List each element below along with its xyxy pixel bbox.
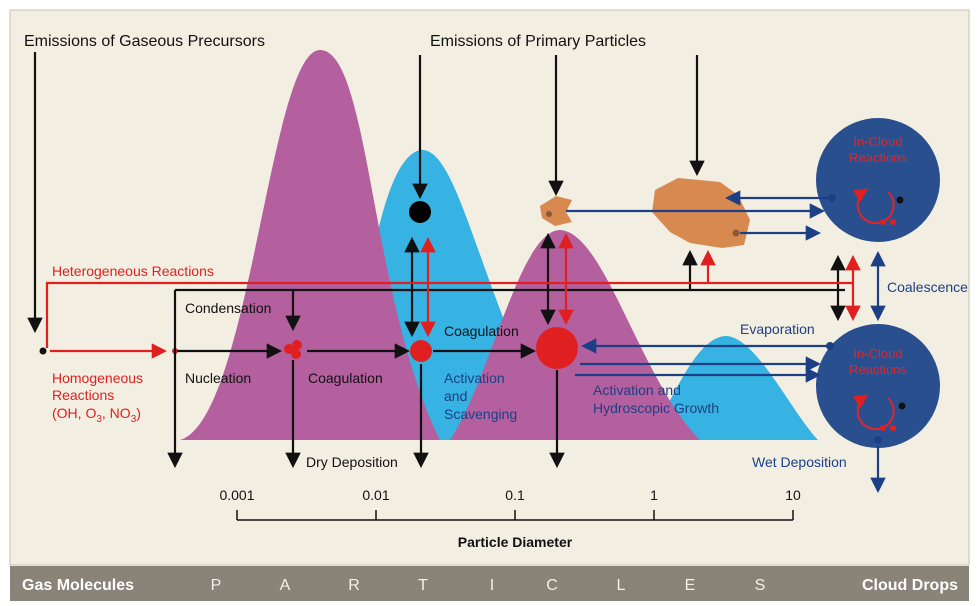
bottom-gas-molecules: Gas Molecules (22, 577, 134, 594)
magenta-mode-1 (180, 50, 440, 440)
label-homogeneous-3: (OH, O3, NO3) (52, 405, 141, 425)
label-activation-growth-1: Activation and (593, 382, 681, 398)
cloud-particle-dot-3 (890, 219, 896, 225)
cloud-particle-dot-5 (880, 425, 886, 431)
cloud-dot-bottom-left (826, 342, 834, 350)
bottom-letter-L: L (617, 577, 626, 594)
cyan-mode-2 (650, 335, 818, 440)
bottom-letter-C: C (546, 577, 558, 594)
bottom-letter-I: I (490, 577, 494, 594)
primary-particle-large-dot (732, 229, 740, 237)
incloud-cycle-top (852, 188, 895, 225)
accumulation-particle (410, 340, 432, 362)
axis-title: Particle Diameter (458, 534, 573, 550)
primary-particle-small (540, 196, 572, 226)
label-condensation: Condensation (185, 300, 271, 316)
cluster-particle-1 (284, 344, 294, 354)
label-activation-scavenging-2: and (444, 388, 467, 404)
label-primary-particles: Emissions of Primary Particles (430, 33, 646, 50)
homog-part-3: ) (136, 405, 141, 421)
incloud-bottom-line2: Reactions (849, 362, 907, 377)
label-evaporation: Evaporation (740, 321, 815, 337)
bottom-bar (10, 566, 969, 601)
cloud-dot-top-left (828, 194, 836, 202)
cloud-particle-dot-1 (896, 196, 904, 204)
primary-particle-small-dot (546, 211, 552, 217)
bottom-letter-A: A (280, 577, 291, 594)
cloud-particle-dot-2 (880, 219, 886, 225)
bottom-letter-S: S (755, 577, 766, 594)
bottom-letter-P: P (211, 577, 222, 594)
homog-part-1: (OH, O (52, 405, 96, 421)
label-coagulation-1: Coagulation (308, 370, 383, 386)
incloud-top-line1: In-Cloud (853, 134, 902, 149)
label-homogeneous-2: Reactions (52, 387, 114, 403)
label-dry-deposition: Dry Deposition (306, 454, 398, 470)
incloud-cycle-bottom (852, 394, 895, 431)
diagram-border (9, 9, 970, 566)
label-nucleation: Nucleation (185, 370, 251, 386)
heterogeneous-line (45, 281, 853, 348)
large-accumulation-particle (536, 327, 578, 369)
axis-tick-label-4: 1 (650, 487, 658, 503)
bottom-letter-T: T (418, 577, 428, 594)
incloud-top-line2: Reactions (849, 150, 907, 165)
label-homogeneous-1: Homogeneous (52, 370, 143, 386)
homog-sub-2: 3 (131, 414, 137, 425)
incloud-bottom-line1: In-Cloud (853, 346, 902, 361)
cloud-particle-dot-6 (890, 425, 896, 431)
axis-tick-label-5: 10 (785, 487, 801, 503)
label-gas-precursors: Emissions of Gaseous Precursors (24, 33, 265, 50)
bottom-letter-R: R (348, 577, 360, 594)
cluster-particle-2 (292, 340, 302, 350)
label-coagulation-2: Coagulation (444, 323, 519, 339)
bottom-letter-E: E (685, 577, 696, 594)
label-wet-deposition: Wet Deposition (752, 454, 847, 470)
label-activation-growth-2: Hydroscopic Growth (593, 400, 719, 416)
cloud-dot-bottom-low (874, 436, 882, 444)
cloud-drop-bottom (816, 324, 940, 448)
axis-tick-label-1: 0.001 (219, 487, 254, 503)
cloud-drop-top (816, 118, 940, 242)
homog-sub-1: 3 (96, 414, 102, 425)
label-heterogeneous: Heterogeneous Reactions (52, 263, 214, 279)
magenta-mode-2 (450, 230, 700, 440)
label-coalescence: Coalescence (887, 279, 968, 295)
label-activation-scavenging-3: Scavenging (444, 406, 517, 422)
primary-particle-black (409, 201, 431, 223)
axis-tick-label-3: 0.1 (505, 487, 525, 503)
bottom-cloud-drops: Cloud Drops (862, 577, 958, 594)
axis-tick-label-2: 0.01 (362, 487, 389, 503)
label-activation-scavenging-1: Activation (444, 370, 505, 386)
gas-molecule-dot (39, 347, 47, 355)
cloud-particle-dot-4 (898, 402, 906, 410)
homog-part-2: , NO (102, 405, 131, 421)
cluster-particle-3 (291, 349, 301, 359)
